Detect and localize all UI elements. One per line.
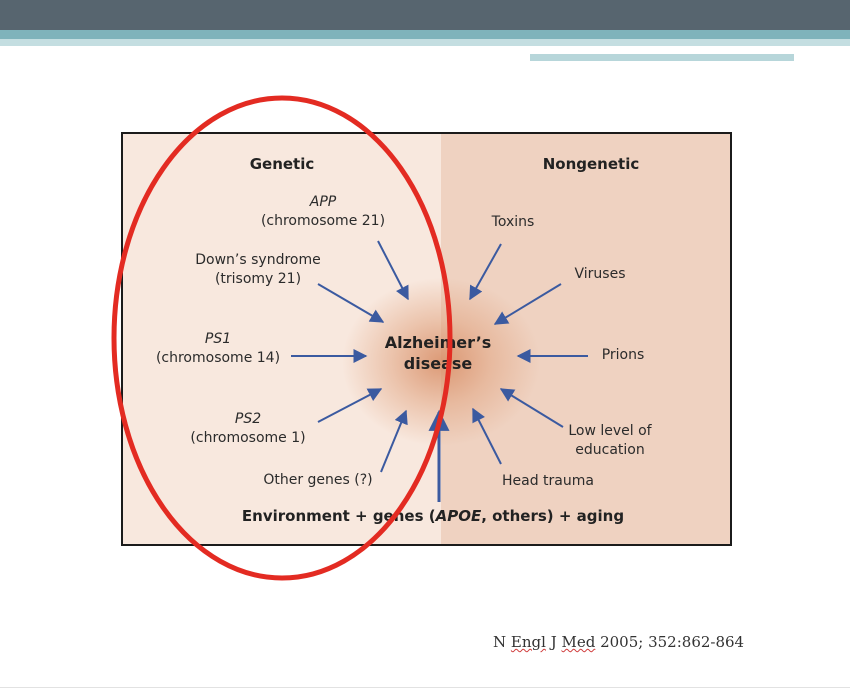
bottom-label-after: , others) + aging	[481, 507, 625, 525]
slide-header-bar	[0, 0, 850, 30]
factor-downs-syndrome: Down’s syndrome (trisomy 21)	[168, 251, 348, 289]
arrow-toxins	[469, 243, 502, 301]
slide-header-gap	[530, 46, 850, 54]
citation: N Engl J Med 2005; 352:862-864	[493, 633, 744, 651]
factor-ps1-detail: (chromosome 14)	[155, 350, 281, 366]
factor-downs-name: Down’s syndrome	[195, 252, 321, 268]
bottom-label-before: Environment + genes (	[241, 507, 436, 525]
center-line2: disease	[403, 354, 473, 373]
factor-prions: Prions	[583, 346, 663, 365]
factor-toxins: Toxins	[473, 213, 553, 232]
center-line1: Alzheimer’s	[384, 333, 492, 352]
arrow-head-trauma	[472, 407, 502, 465]
slide-footer-rule	[0, 687, 850, 688]
factor-education-detail: education	[575, 442, 645, 458]
citation-suffix: 2005; 352:862-864	[595, 633, 745, 651]
bottom-label-apoe: APOE	[435, 507, 482, 525]
factor-ps1-name: PS1	[204, 331, 232, 347]
nongenetic-heading: Nongenetic	[542, 155, 640, 173]
factor-prions-name: Prions	[601, 347, 645, 363]
factor-toxins-name: Toxins	[491, 214, 535, 230]
factor-head-trauma-name: Head trauma	[502, 473, 594, 489]
factor-viruses-name: Viruses	[574, 266, 626, 282]
factor-app-name: APP	[309, 194, 337, 210]
arrow-other-genes	[380, 409, 408, 473]
factor-head-trauma: Head trauma	[488, 472, 608, 491]
factor-downs-detail: (trisomy 21)	[214, 271, 302, 287]
arrows-layer	[291, 240, 588, 502]
citation-mid: J	[545, 633, 562, 651]
factor-ps2-detail: (chromosome 1)	[190, 430, 306, 446]
genetic-heading: Genetic	[249, 155, 315, 173]
arrow-education	[499, 388, 564, 428]
factor-viruses: Viruses	[555, 265, 645, 284]
citation-prefix: N	[493, 633, 511, 651]
factor-education: Low level of education	[555, 422, 665, 460]
factor-app-detail: (chromosome 21)	[260, 213, 386, 229]
alzheimers-disease-label: Alzheimer’s disease	[358, 332, 518, 374]
arrow-ps2	[317, 388, 383, 423]
factor-app: APP (chromosome 21)	[238, 193, 408, 231]
factor-ps2-name: PS2	[234, 411, 262, 427]
citation-engl: Engl	[510, 633, 546, 651]
slide-header-accent	[530, 54, 794, 61]
factor-other-genes-name: Other genes (?)	[263, 472, 373, 488]
slide-header-stripe-light	[0, 39, 850, 46]
arrow-downs-syndrome	[317, 283, 385, 323]
arrow-app	[377, 240, 409, 301]
environment-genes-aging-label: Environment + genes (APOE, others) + agi…	[233, 507, 633, 526]
citation-med: Med	[561, 633, 596, 651]
slide-header-stripe	[0, 30, 850, 39]
factor-ps1: PS1 (chromosome 14)	[133, 330, 303, 368]
arrow-viruses	[493, 283, 562, 325]
factor-education-name: Low level of	[568, 423, 652, 439]
factor-other-genes: Other genes (?)	[243, 471, 393, 490]
factor-ps2: PS2 (chromosome 1)	[163, 410, 333, 448]
genetic-highlight-ellipse	[111, 95, 453, 581]
